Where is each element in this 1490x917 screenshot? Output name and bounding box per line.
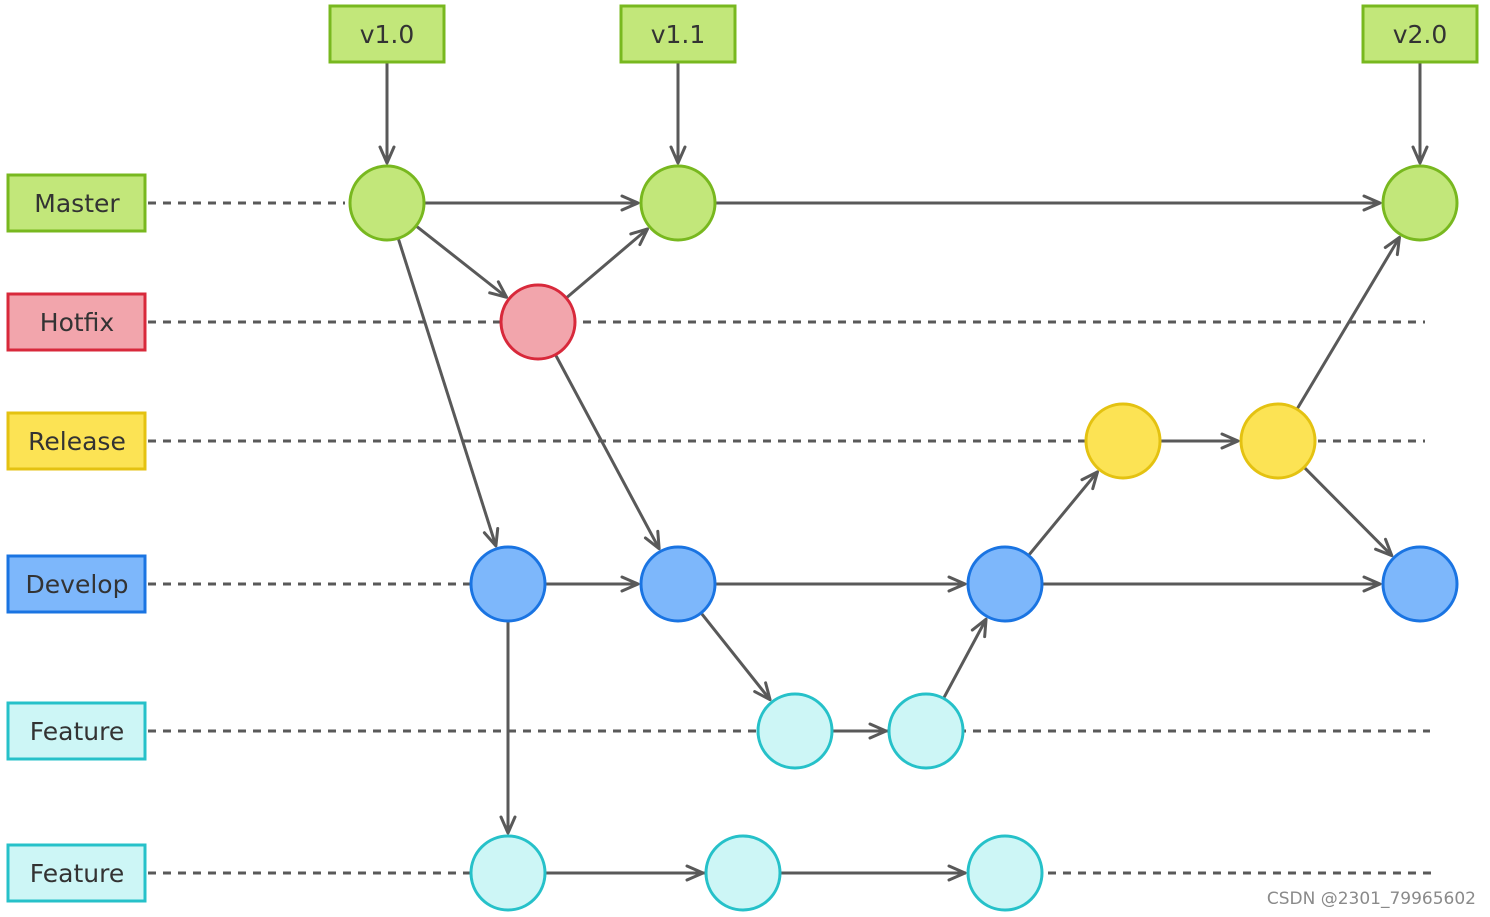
commit-node-m1 (348, 164, 426, 242)
lane-label-box-feature2 (6, 843, 147, 903)
commit-node-r1 (1084, 402, 1162, 480)
lane-label-box-release (6, 411, 147, 471)
edge-d2-fa1 (700, 612, 772, 702)
edge-r2-m3 (1296, 235, 1402, 410)
lane-label-develop: Develop (26, 570, 129, 599)
version-tag-box-1 (619, 4, 737, 64)
commit-node-d4 (1381, 545, 1459, 623)
commit-node-fa1 (756, 692, 834, 770)
lane-label-release: Release (28, 427, 126, 456)
commit-node-fb2 (704, 834, 782, 912)
version-tag-label: v1.0 (360, 20, 415, 49)
lane-label-feature1: Feature (30, 717, 124, 746)
version-tag-label: v2.0 (1393, 20, 1448, 49)
edge-h1-d2 (554, 354, 661, 551)
lane-label-box-hotfix (6, 292, 147, 352)
commit-node-fa2 (887, 692, 965, 770)
commit-nodes (348, 164, 1459, 912)
lane-label-box-master (6, 173, 147, 233)
commit-node-m2 (639, 164, 717, 242)
lane-label-hotfix: Hotfix (40, 308, 114, 337)
lane-label-master: Master (34, 189, 120, 218)
lane-label-box-feature1 (6, 701, 147, 761)
commit-node-d3 (966, 545, 1044, 623)
commit-node-r2 (1239, 402, 1317, 480)
edge-fa2-d3 (942, 617, 988, 699)
lane-label-box-develop (6, 554, 147, 614)
version-tag-label: v1.1 (651, 20, 706, 49)
edge-r2-d4 (1303, 466, 1394, 558)
commit-node-m3 (1381, 164, 1459, 242)
edge-d3-r1 (1028, 470, 1100, 556)
version-tag-box-0 (328, 4, 446, 64)
commit-node-d1 (469, 545, 547, 623)
watermark: CSDN @2301_79965602 (1266, 889, 1476, 909)
edge-h1-m2 (565, 227, 650, 299)
commit-node-fb3 (966, 834, 1044, 912)
commit-node-d2 (639, 545, 717, 623)
version-tags: v1.0 v1.1 v2.0 (328, 4, 1479, 64)
edge-m1-h1 (415, 225, 509, 299)
version-tag-box-2 (1361, 4, 1479, 64)
commit-node-fb1 (469, 834, 547, 912)
edge-m1-d1 (397, 238, 500, 548)
commit-node-h1 (499, 283, 577, 361)
tag-arrows (378, 63, 1429, 165)
lane-label-feature2: Feature (30, 859, 124, 888)
lane-lines (148, 201, 1435, 875)
edges (397, 194, 1402, 882)
